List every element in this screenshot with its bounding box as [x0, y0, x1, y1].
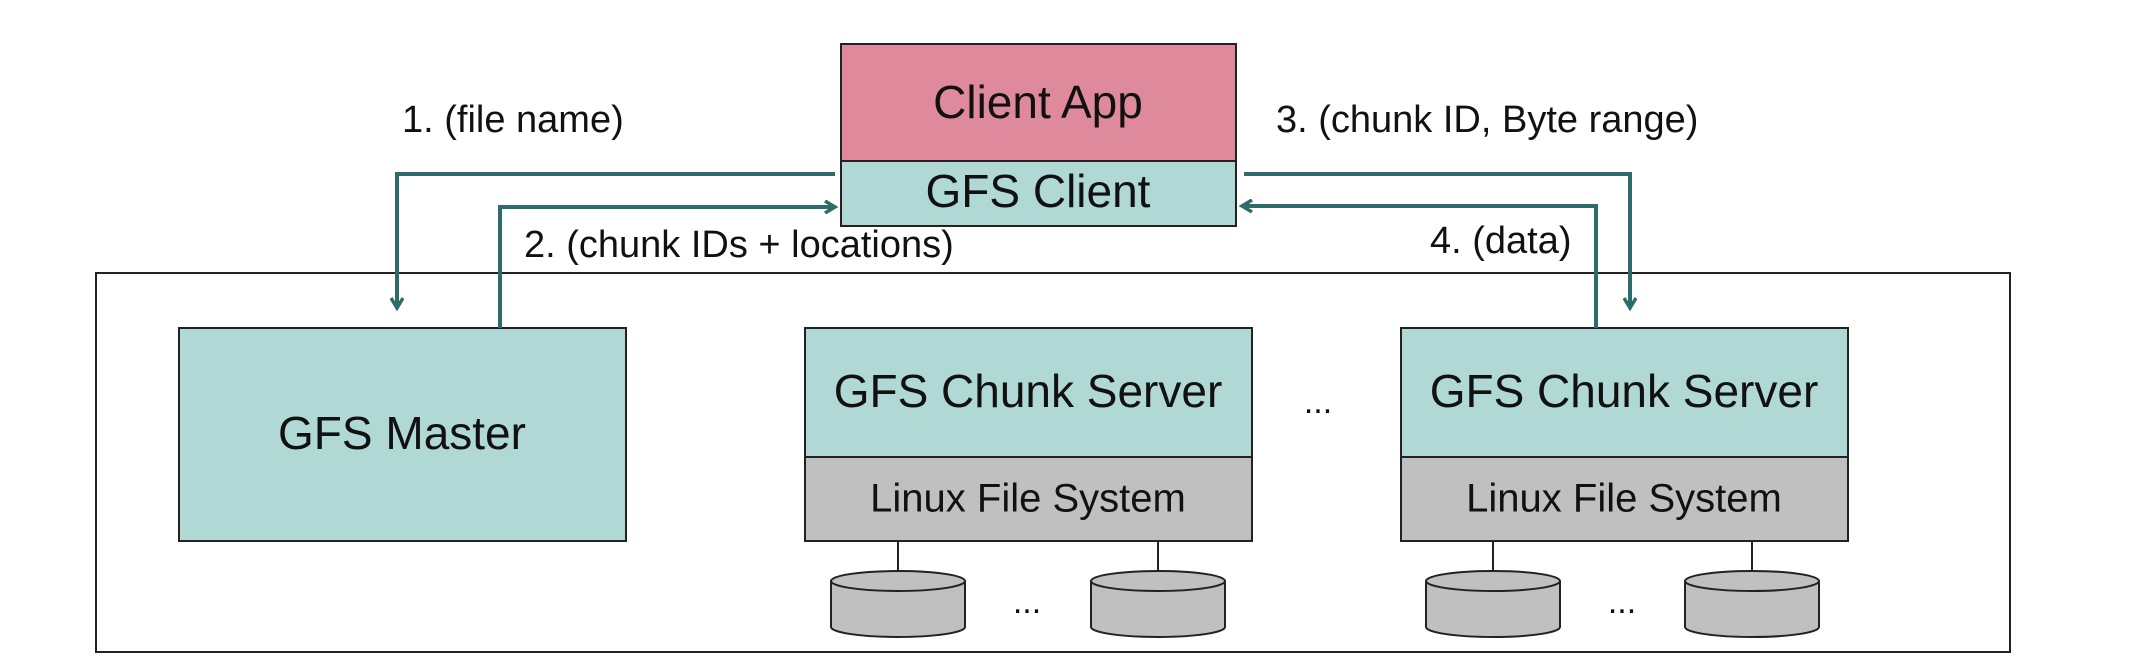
message-2-label: 2. (chunk IDs + locations): [524, 224, 954, 266]
message-1-label: 1. (file name): [402, 99, 624, 141]
chunk-server-box: [1400, 327, 1849, 458]
arrow-1-file-name: [397, 172, 835, 308]
linux-fs-label: Linux File System: [870, 477, 1186, 521]
gfs-client-label: GFS Client: [926, 165, 1151, 217]
disk-icon: [1684, 570, 1820, 638]
client-app-box: [840, 43, 1237, 162]
arrow-3-chunk-request: [1244, 172, 1630, 308]
message-3-label: 3. (chunk ID, Byte range): [1276, 99, 1698, 141]
linux-fs-label: Linux File System: [1466, 477, 1782, 521]
arrow-2-chunk-locations: [498, 207, 835, 328]
gfs-master-label: GFS Master: [278, 407, 526, 459]
chunk-server-1: GFS Chunk Server Linux File System ...: [804, 327, 1253, 638]
arrow-4-data: [1242, 206, 1598, 328]
linux-fs-box: [1400, 456, 1849, 542]
client-app-label: Client App: [933, 76, 1143, 128]
gfs-master-box: [178, 327, 627, 542]
disks-ellipsis: ...: [1013, 583, 1041, 621]
disk-icon: [830, 570, 966, 638]
disk-icon: [1425, 570, 1561, 638]
gfs-client-box: [840, 160, 1237, 227]
disks-ellipsis: ...: [1608, 583, 1636, 621]
linux-fs-box: [804, 456, 1253, 542]
message-4-label: 4. (data): [1430, 220, 1572, 262]
chunk-server-2: GFS Chunk Server Linux File System ...: [1400, 327, 1849, 638]
chunk-server-box: [804, 327, 1253, 458]
chunk-server-label: GFS Chunk Server: [834, 365, 1223, 417]
chunk-server-label: GFS Chunk Server: [1430, 365, 1819, 417]
disk-icon: [1090, 570, 1226, 638]
servers-ellipsis: ...: [1304, 383, 1332, 421]
